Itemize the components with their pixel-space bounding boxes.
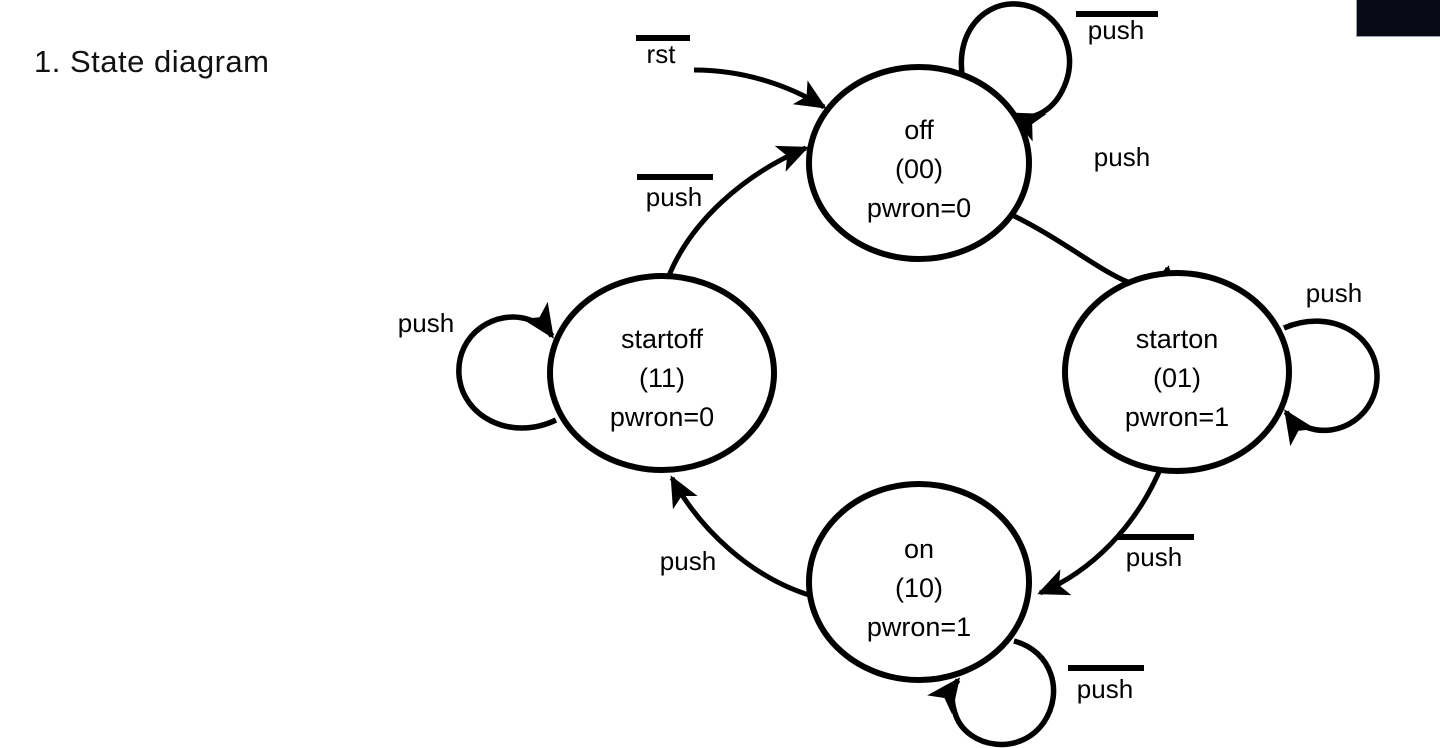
on-to-startoff-label: push bbox=[660, 546, 716, 576]
state-on-ellipse[interactable] bbox=[806, 481, 1032, 683]
state-node-off[interactable]: off (00) pwron=0 bbox=[806, 64, 1032, 262]
startoff-self-loop-arrow bbox=[456, 301, 558, 431]
on-to-startoff-arrow bbox=[669, 475, 813, 599]
starton-to-on-label: push bbox=[1126, 542, 1182, 572]
state-off-ellipse[interactable] bbox=[806, 64, 1032, 262]
off-self-loop-arrow bbox=[958, 1, 1073, 142]
transition-on-to-startoff: push bbox=[660, 475, 813, 599]
state-node-starton[interactable]: starton (01) pwron=1 bbox=[1062, 270, 1292, 474]
transition-off-to-starton: push bbox=[1008, 142, 1171, 300]
transition-on-self: push bbox=[927, 638, 1144, 748]
state-startoff-output: pwron=0 bbox=[610, 402, 714, 432]
state-node-on[interactable]: on (10) pwron=1 bbox=[806, 481, 1032, 683]
transition-starton-to-on: push bbox=[1037, 464, 1194, 596]
startoff-to-off-arrow bbox=[665, 145, 809, 279]
transition-startoff-self: push bbox=[398, 301, 558, 431]
off-self-label: push bbox=[1088, 15, 1144, 45]
on-self-loop-arrow bbox=[927, 638, 1057, 748]
startoff-self-label: push bbox=[398, 308, 454, 338]
state-startoff-encoding: (11) bbox=[639, 363, 685, 393]
starton-to-on-arrow bbox=[1037, 464, 1165, 596]
reset-arrow bbox=[693, 67, 827, 110]
startoff-to-off-label: push bbox=[646, 182, 702, 212]
state-off-name: off bbox=[904, 115, 934, 145]
starton-self-label: push bbox=[1306, 278, 1362, 308]
state-off-encoding: (00) bbox=[895, 154, 943, 184]
state-on-name: on bbox=[904, 534, 934, 564]
state-starton-encoding: (01) bbox=[1153, 363, 1201, 393]
state-off-output: pwron=0 bbox=[867, 193, 971, 223]
transition-off-self: push bbox=[958, 1, 1158, 142]
on-self-label: push bbox=[1077, 674, 1133, 704]
state-on-encoding: (10) bbox=[895, 573, 943, 603]
state-starton-ellipse[interactable] bbox=[1062, 270, 1292, 474]
state-starton-output: pwron=1 bbox=[1125, 402, 1229, 432]
state-startoff-name: startoff bbox=[621, 324, 704, 354]
reset-label: rst bbox=[647, 39, 677, 69]
transition-startoff-to-off: push bbox=[637, 145, 809, 279]
transition-starton-self: push bbox=[1282, 278, 1380, 447]
state-on-output: pwron=1 bbox=[867, 612, 971, 642]
dark-corner-artifact bbox=[1356, 0, 1440, 37]
state-starton-name: starton bbox=[1136, 324, 1219, 354]
state-startoff-ellipse[interactable] bbox=[547, 273, 777, 473]
reset-transition: rst bbox=[636, 35, 827, 110]
off-to-starton-label: push bbox=[1094, 142, 1150, 172]
page-title: 1. State diagram bbox=[34, 44, 270, 79]
starton-self-loop-arrow bbox=[1282, 318, 1380, 447]
state-node-startoff[interactable]: startoff (11) pwron=0 bbox=[547, 273, 777, 473]
